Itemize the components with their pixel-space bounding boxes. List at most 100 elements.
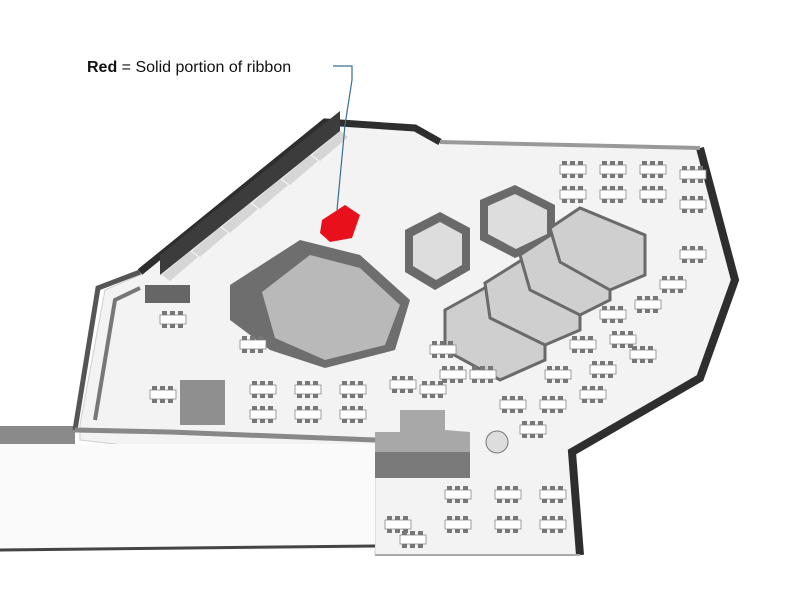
chair — [438, 381, 443, 385]
chair — [610, 199, 615, 203]
chair — [650, 174, 655, 178]
chair — [418, 544, 423, 548]
round-table — [485, 430, 509, 454]
chair — [350, 406, 355, 410]
desk — [239, 339, 267, 350]
chair — [658, 199, 663, 203]
chair — [505, 499, 510, 503]
chair — [632, 346, 637, 350]
desk-cluster — [499, 396, 527, 413]
chair — [570, 199, 575, 203]
chair — [580, 336, 585, 340]
chair — [570, 174, 575, 178]
chair — [505, 529, 510, 533]
office-wall — [250, 159, 280, 203]
chair — [440, 354, 445, 358]
south-wall — [74, 427, 376, 443]
chair — [480, 379, 485, 383]
desk — [444, 489, 472, 500]
chair — [558, 396, 563, 400]
chair — [618, 319, 623, 323]
chair — [563, 366, 568, 370]
chair — [602, 306, 607, 310]
chair — [618, 199, 623, 203]
desk-cluster — [609, 331, 637, 348]
chair — [313, 394, 318, 398]
chair — [640, 346, 645, 350]
chair — [600, 374, 605, 378]
chair — [442, 379, 447, 383]
chair — [162, 324, 167, 328]
desk — [149, 389, 177, 400]
chair — [678, 276, 683, 280]
chair — [458, 379, 463, 383]
chair — [542, 486, 547, 490]
chair — [578, 186, 583, 190]
chair — [488, 379, 493, 383]
chair — [602, 199, 607, 203]
chair — [550, 499, 555, 503]
desk-cluster — [559, 186, 587, 203]
chair — [463, 529, 468, 533]
chair — [268, 381, 273, 385]
chair — [513, 499, 518, 503]
chair — [242, 349, 247, 353]
chair — [358, 406, 363, 410]
office-floor — [282, 155, 318, 185]
chair — [168, 399, 173, 403]
chair — [547, 379, 552, 383]
chair — [698, 246, 703, 250]
chair — [618, 174, 623, 178]
chair — [160, 399, 165, 403]
chair — [472, 366, 477, 370]
desk-cluster — [599, 161, 627, 178]
chair — [297, 419, 302, 423]
chair — [682, 259, 687, 263]
desk — [429, 344, 457, 355]
desk-cluster — [469, 366, 497, 383]
desk — [499, 399, 527, 410]
chair — [690, 259, 695, 263]
chair — [513, 529, 518, 533]
chair — [563, 379, 568, 383]
chair — [305, 394, 310, 398]
desk-cluster — [249, 381, 277, 398]
chair — [612, 331, 617, 335]
chair — [250, 336, 255, 340]
desk — [519, 424, 547, 435]
chair — [562, 161, 567, 165]
chair — [648, 346, 653, 350]
desk — [639, 189, 667, 200]
pointer-line — [333, 65, 353, 211]
chair — [698, 196, 703, 200]
chair — [542, 529, 547, 533]
desk — [629, 349, 657, 360]
chair — [358, 394, 363, 398]
desk — [419, 384, 447, 395]
chair — [570, 186, 575, 190]
chair — [558, 516, 563, 520]
chair — [268, 406, 273, 410]
chair — [438, 394, 443, 398]
chair — [402, 544, 407, 548]
desk — [544, 369, 572, 380]
chair — [610, 186, 615, 190]
desk-cluster — [249, 406, 277, 423]
chair — [592, 374, 597, 378]
chair — [455, 499, 460, 503]
chair — [400, 376, 405, 380]
desk — [339, 409, 367, 420]
office-floor — [252, 179, 288, 209]
chair — [608, 374, 613, 378]
chair — [602, 174, 607, 178]
chair — [497, 499, 502, 503]
chair — [497, 486, 502, 490]
left-corridor-wall-bottom — [0, 544, 376, 552]
chair — [455, 529, 460, 533]
chair — [562, 186, 567, 190]
desk — [599, 309, 627, 320]
chair — [510, 409, 515, 413]
chair — [395, 516, 400, 520]
chair — [578, 174, 583, 178]
office-wall — [160, 231, 190, 275]
